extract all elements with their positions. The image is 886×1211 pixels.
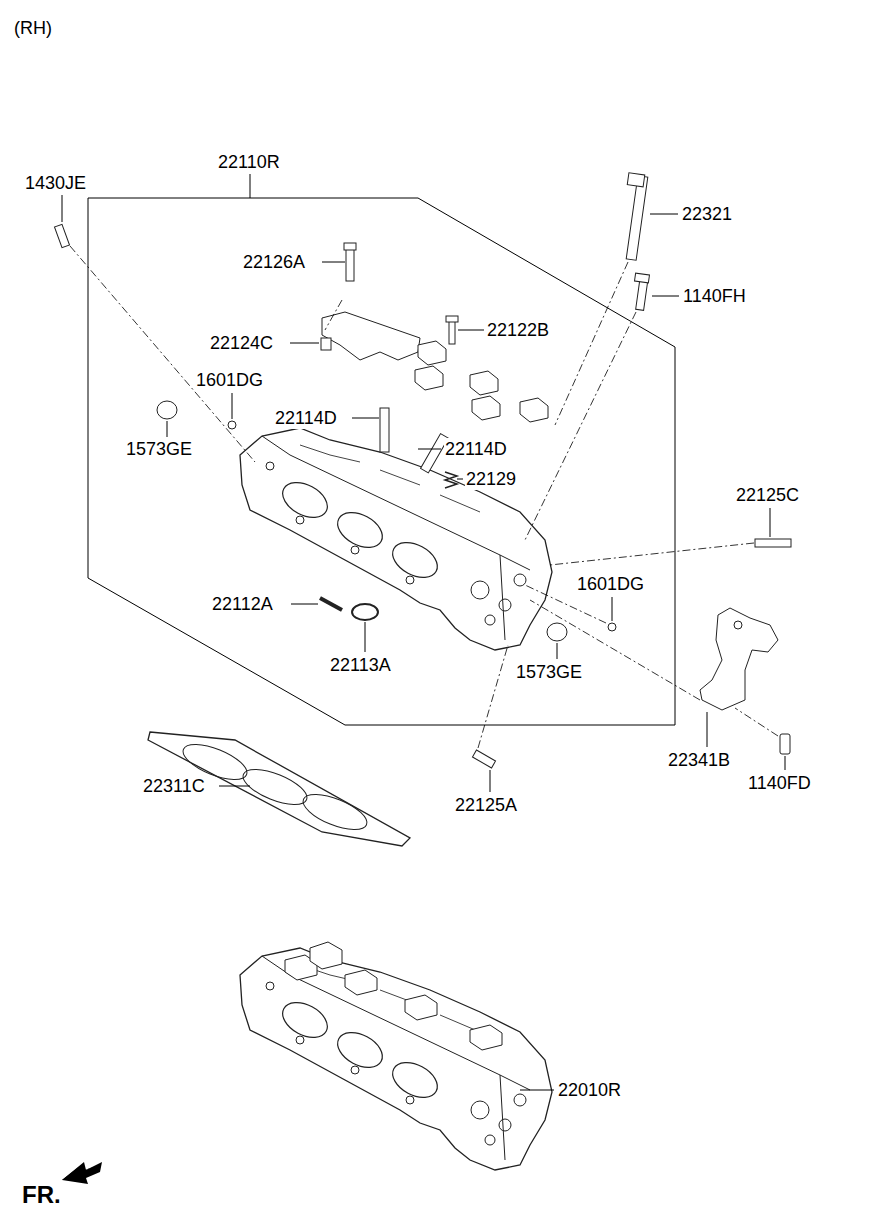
part-number: 22114D (274, 407, 338, 429)
part-number: 22126A (242, 251, 306, 273)
part-number: 22110R (217, 151, 281, 173)
part-number: 1573GE (125, 438, 193, 460)
ball-plug (228, 421, 236, 429)
leader-line (250, 174, 251, 198)
part-number: 22124C (209, 332, 274, 354)
pin (320, 598, 342, 610)
part-number: 22129 (465, 468, 517, 490)
front-arrow (62, 1162, 102, 1184)
part-number: 1601DG (195, 369, 264, 391)
valve-guide (380, 408, 389, 452)
ball-plug (608, 623, 616, 631)
plug (157, 401, 177, 419)
bracket (700, 608, 778, 710)
cam-carrier (322, 312, 420, 360)
part-number: 22125C (735, 484, 800, 506)
bolts (54, 173, 791, 768)
part-number: 1430JE (24, 172, 87, 194)
part-number: 1140FH (682, 285, 747, 307)
part-number: 22114D (444, 438, 508, 460)
part-number: 1601DG (576, 573, 645, 595)
part-number: 22341B (667, 749, 731, 771)
seal (352, 604, 378, 620)
plug (547, 623, 567, 641)
spring (445, 472, 457, 488)
direction-label: FR. (21, 1181, 62, 1209)
assembly-outline (88, 198, 675, 725)
part-number: 22010R (557, 1079, 622, 1101)
cylinder-head (240, 948, 552, 1170)
part-number: 1573GE (515, 661, 583, 683)
dowel-sleeve (321, 338, 331, 350)
assembly-lines (70, 246, 778, 748)
cam-caps (415, 341, 548, 422)
part-number: 1140FD (747, 772, 812, 794)
part-number: (RH) (13, 17, 53, 39)
part-number: 22311C (142, 775, 206, 797)
part-number: 22122B (486, 319, 550, 341)
cylinder-head (240, 428, 552, 650)
cam-caps (285, 942, 502, 1050)
part-number: 22321 (681, 203, 733, 225)
part-number: 22112A (211, 593, 274, 615)
part-number: 22125A (454, 794, 518, 816)
leader-lines (62, 195, 785, 1090)
part-number: 22113A (329, 654, 392, 676)
